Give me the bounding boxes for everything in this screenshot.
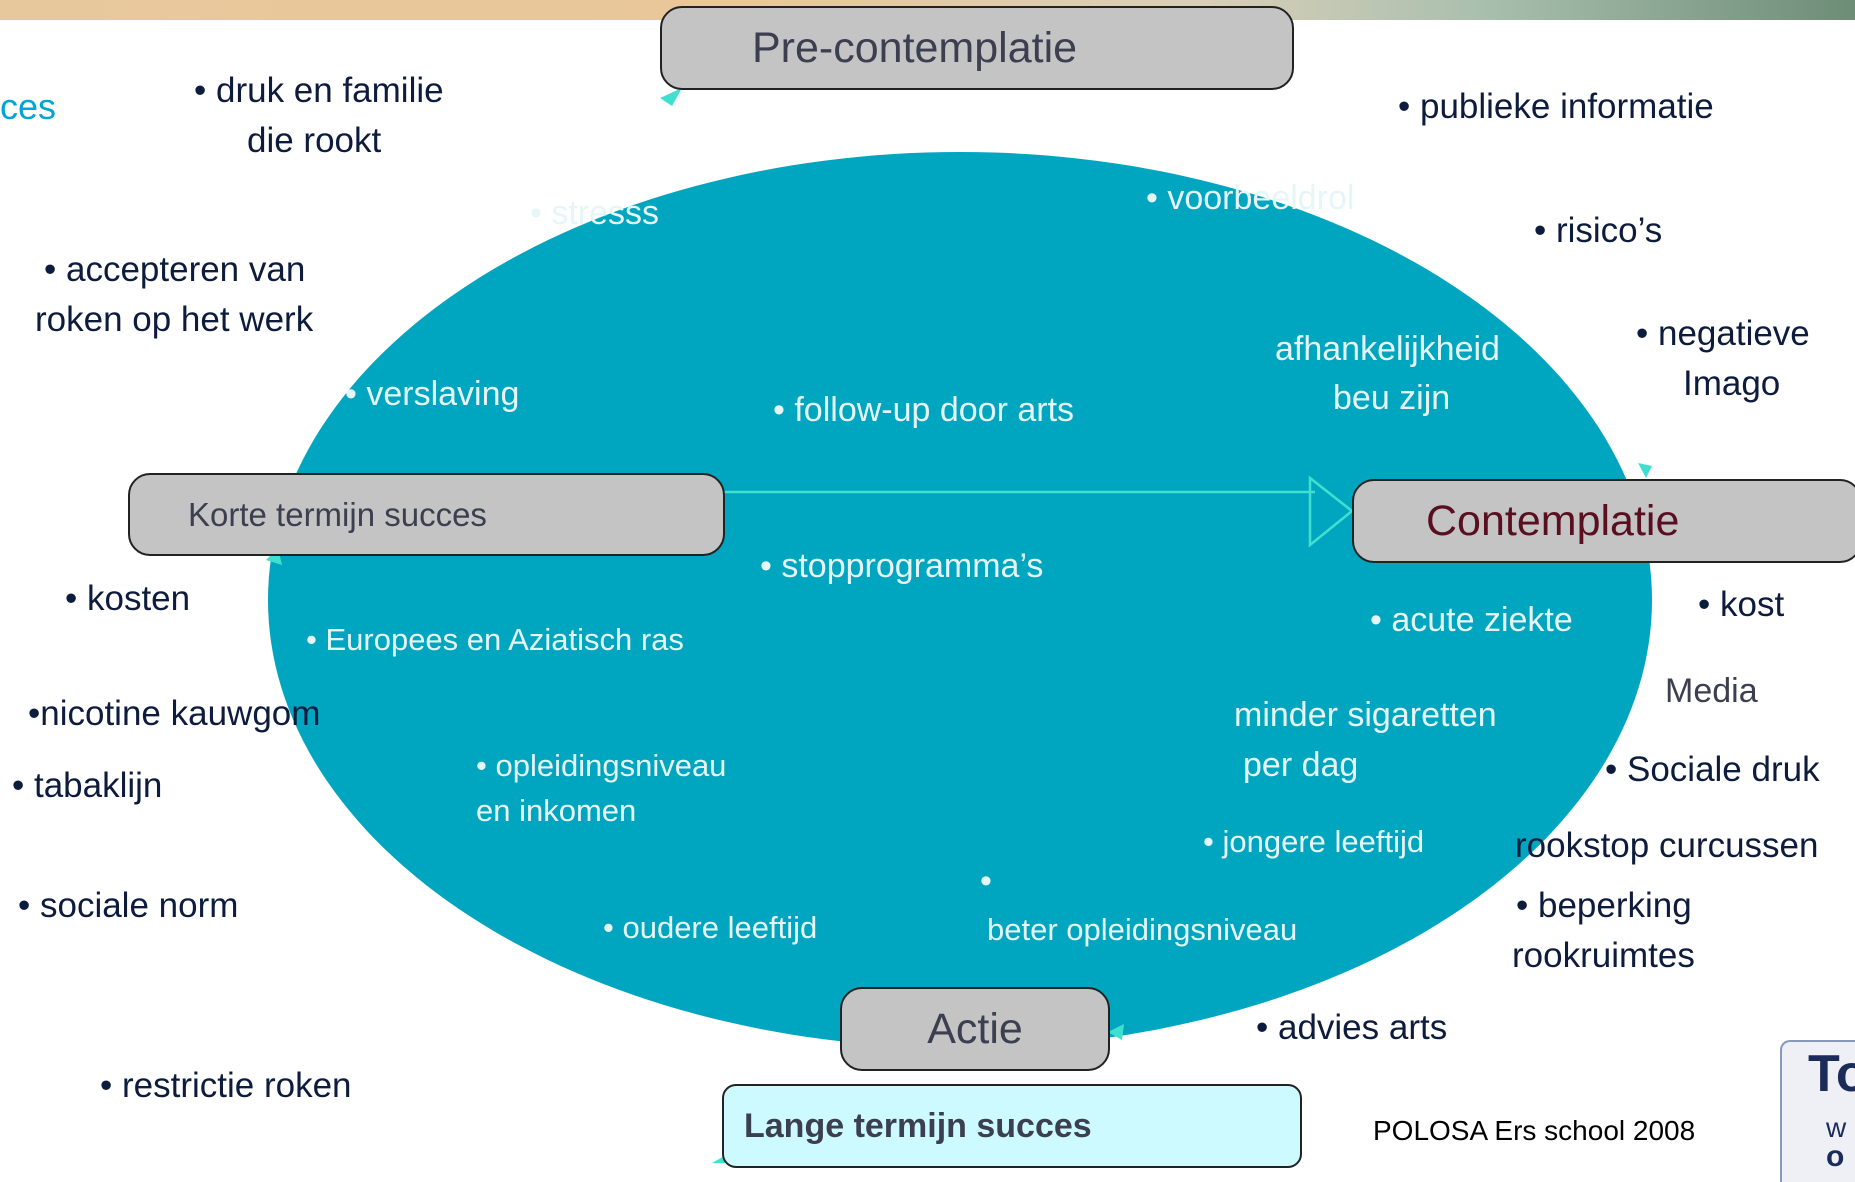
label-acute-ziekte: • acute ziekte: [1370, 601, 1573, 639]
stage-korte-termijn-succes: Korte termijn succes: [128, 473, 725, 556]
label-restrictie: • restrictie roken: [100, 1066, 352, 1105]
label-minder-1: minder sigaretten: [1234, 696, 1497, 734]
label-jongere: • jongere leeftijd: [1203, 824, 1425, 859]
stage-actie-label: Actie: [927, 1004, 1023, 1053]
label-beperking-1: • beperking: [1516, 886, 1692, 925]
label-media: Media: [1665, 672, 1758, 710]
label-europees: • Europees en Aziatisch ras: [306, 622, 684, 657]
logo-partial: To w o: [1780, 1040, 1855, 1182]
label-advies: • advies arts: [1256, 1008, 1448, 1047]
label-sociale-druk: • Sociale druk: [1605, 750, 1820, 789]
label-opleiding-1: • opleidingsniveau: [476, 748, 727, 783]
label-afhankelijkheid-1: afhankelijkheid: [1275, 330, 1500, 368]
label-kost: • kost: [1698, 585, 1785, 624]
cycle-ellipse: [268, 152, 1652, 1048]
label-stopprogrammas: • stopprogramma’s: [760, 547, 1044, 585]
label-opleiding-2: en inkomen: [476, 793, 637, 828]
label-negatieve-1: • negatieve: [1636, 314, 1810, 353]
label-afhankelijkheid-2: beu zijn: [1333, 379, 1451, 417]
label-tabaklijn: • tabaklijn: [12, 766, 163, 805]
label-nicotine: •nicotine kauwgom: [28, 694, 321, 733]
label-accepteren-2: roken op het werk: [35, 300, 314, 339]
stage-contemplatie-label: Contemplatie: [1426, 496, 1680, 545]
logo-letters: To: [1808, 1045, 1855, 1103]
source-caption: POLOSA Ers school 2008: [1373, 1115, 1696, 1146]
cut-off-text: ces: [0, 86, 57, 127]
label-stresss: • stresss: [530, 194, 660, 232]
label-publieke: • publieke informatie: [1398, 87, 1714, 126]
label-negatieve-2: Imago: [1683, 364, 1781, 403]
label-risicos: • risico’s: [1534, 211, 1663, 250]
label-follow-up: • follow-up door arts: [773, 391, 1075, 429]
stage-pre-contemplatie-label: Pre-contemplatie: [752, 23, 1078, 72]
label-accepteren-1: • accepteren van: [44, 250, 306, 289]
label-kosten: • kosten: [65, 579, 191, 618]
label-druk-familie-1: • druk en familie: [194, 71, 444, 110]
stage-korte-termijn-label: Korte termijn succes: [188, 495, 487, 533]
label-verslaving: • verslaving: [345, 375, 520, 413]
label-sociale-norm: • sociale norm: [18, 886, 239, 925]
cursor-cup-shape: [731, 85, 779, 139]
label-voorbeeldrol: • voorbeeldrol: [1146, 179, 1355, 217]
label-beperking-2: rookruimtes: [1512, 936, 1695, 975]
label-beter-opleiding: beter opleidingsniveau: [987, 912, 1298, 947]
stage-contemplatie: Contemplatie: [1352, 479, 1855, 563]
logo-line2: o: [1826, 1140, 1845, 1173]
label-oudere: • oudere leeftijd: [603, 910, 818, 945]
label-rookstop: rookstop curcussen: [1515, 826, 1819, 865]
stage-actie: Actie: [840, 987, 1110, 1071]
label-minder-2: per dag: [1243, 746, 1359, 784]
arrowhead-pre: [660, 88, 682, 106]
arrow-head-outline: [1308, 475, 1355, 548]
arrowhead-contemplatie: [1638, 463, 1652, 478]
label-bullet: •: [980, 862, 992, 900]
label-druk-familie-2: die rookt: [247, 121, 382, 160]
stage-lange-termijn-label: Lange termijn succes: [744, 1106, 1092, 1145]
logo-line1: w: [1826, 1112, 1847, 1143]
arrowhead-actie: [1108, 1024, 1124, 1040]
stage-lange-termijn-succes: Lange termijn succes: [722, 1084, 1302, 1168]
stage-pre-contemplatie: Pre-contemplatie: [660, 6, 1294, 90]
